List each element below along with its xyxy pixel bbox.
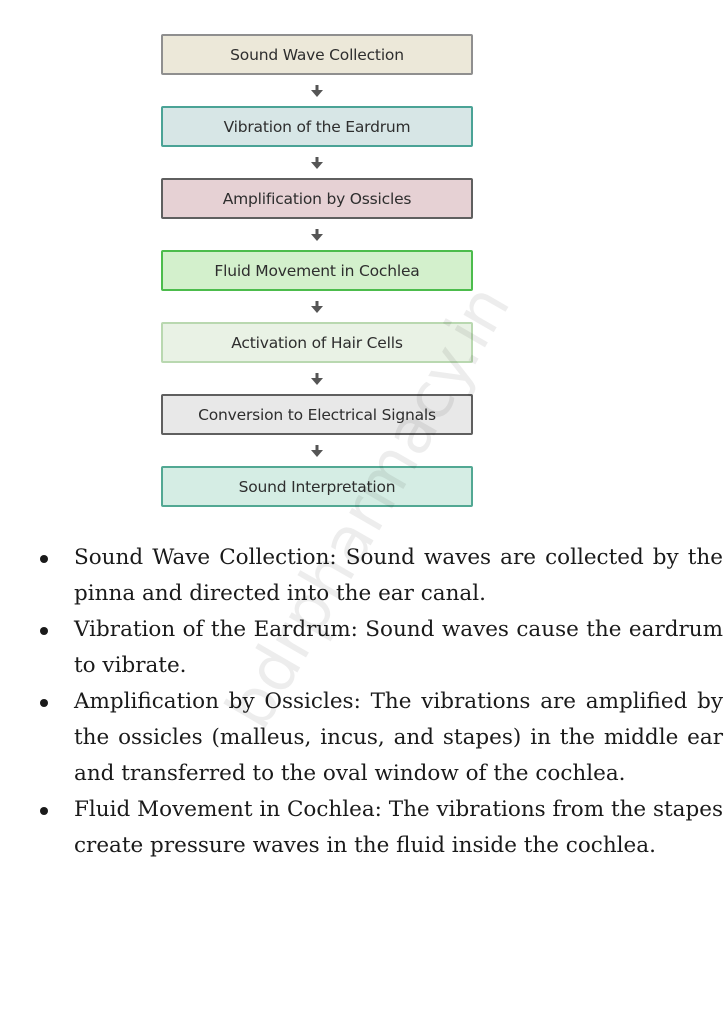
down-arrow-icon — [161, 363, 473, 394]
down-arrow-icon — [161, 291, 473, 322]
flow-step-activation-of-hair-cells: Activation of Hair Cells — [161, 322, 473, 363]
down-arrow-icon — [161, 147, 473, 178]
flowchart: Sound Wave Collection Vibration of the E… — [161, 34, 473, 507]
bullet-item: Amplification by Ossicles: The vibration… — [38, 684, 723, 792]
bullet-item: Sound Wave Collection: Sound waves are c… — [38, 540, 723, 612]
flow-step-conversion-to-electrical-signals: Conversion to Electrical Signals — [161, 394, 473, 435]
flow-step-fluid-movement-in-cochlea: Fluid Movement in Cochlea — [161, 250, 473, 291]
bullet-item: Vibration of the Eardrum: Sound waves ca… — [38, 612, 723, 684]
bullet-list: Sound Wave Collection: Sound waves are c… — [38, 540, 723, 864]
flow-step-vibration-of-eardrum: Vibration of the Eardrum — [161, 106, 473, 147]
down-arrow-icon — [161, 435, 473, 466]
bullet-item: Fluid Movement in Cochlea: The vibration… — [38, 792, 723, 864]
flow-step-sound-wave-collection: Sound Wave Collection — [161, 34, 473, 75]
flow-step-sound-interpretation: Sound Interpretation — [161, 466, 473, 507]
down-arrow-icon — [161, 75, 473, 106]
flow-step-amplification-by-ossicles: Amplification by Ossicles — [161, 178, 473, 219]
down-arrow-icon — [161, 219, 473, 250]
